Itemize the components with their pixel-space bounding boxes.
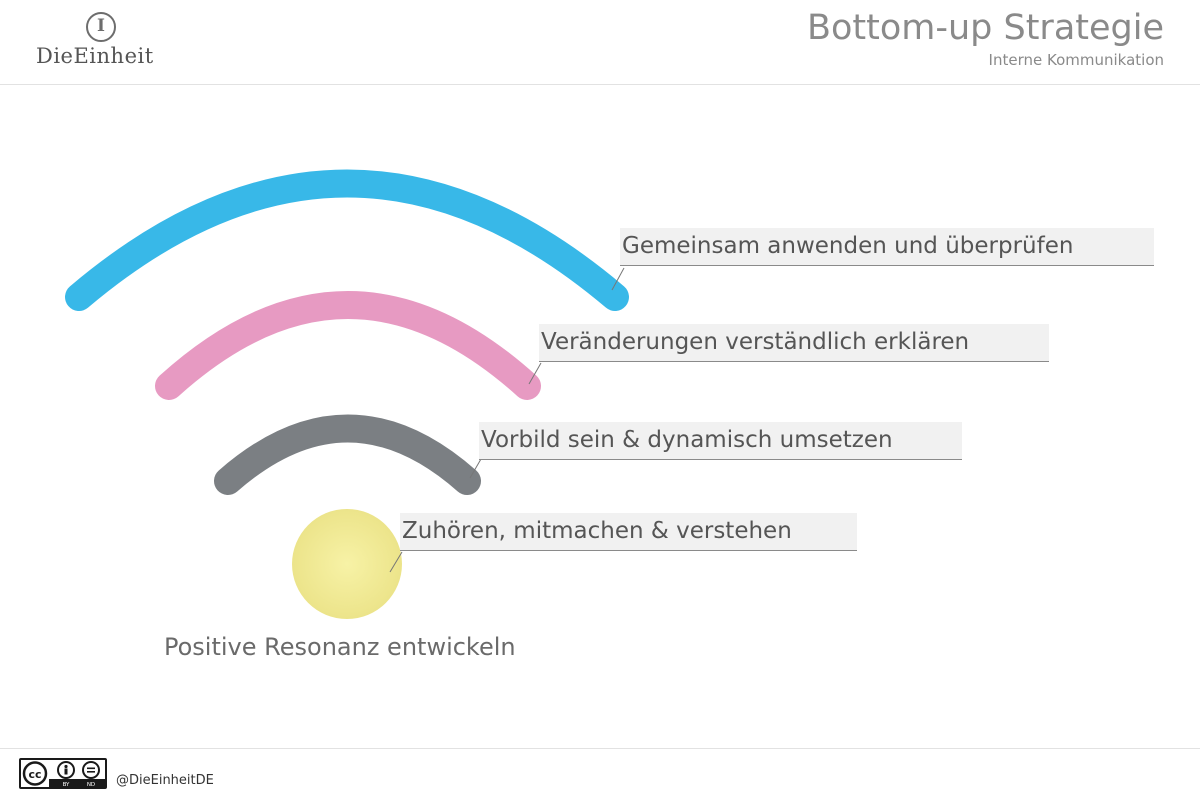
logo[interactable]: DieEinheit (34, 12, 174, 72)
page-title: Bottom-up Strategie (806, 8, 1164, 48)
arc-inner (214, 414, 481, 495)
svg-text:BY: BY (63, 782, 70, 787)
social-handle[interactable]: @DieEinheitDE (116, 773, 214, 788)
step-label-1: Gemeinsam anwenden und überprüfen (620, 228, 1154, 266)
logo-text: DieEinheit (36, 44, 154, 68)
svg-text:ND: ND (87, 782, 95, 787)
connector-4 (389, 551, 403, 573)
header: DieEinheit Bottom-up Strategie Interne K… (0, 0, 1200, 85)
svg-text:cc: cc (28, 768, 41, 781)
step-label-2: Veränderungen verständlich erklären (539, 324, 1049, 362)
center-dot (292, 509, 402, 619)
connector-2 (528, 362, 542, 385)
logo-mark-icon (86, 12, 116, 42)
arc-outer (65, 169, 629, 311)
connector-3 (469, 458, 482, 479)
resonance-diagram (65, 169, 629, 619)
diagram-caption: Positive Resonanz entwickeln (164, 633, 516, 661)
arc-middle (155, 291, 541, 400)
step-label-3: Vorbild sein & dynamisch umsetzen (479, 422, 962, 460)
footer: cc BY ND @DieEinheitDE (0, 748, 1200, 801)
cc-by-nd-icon[interactable]: cc BY ND (19, 758, 107, 789)
connector-1 (611, 267, 625, 291)
step-label-4: Zuhören, mitmachen & verstehen (400, 513, 857, 551)
page-subtitle: Interne Kommunikation (988, 51, 1164, 69)
